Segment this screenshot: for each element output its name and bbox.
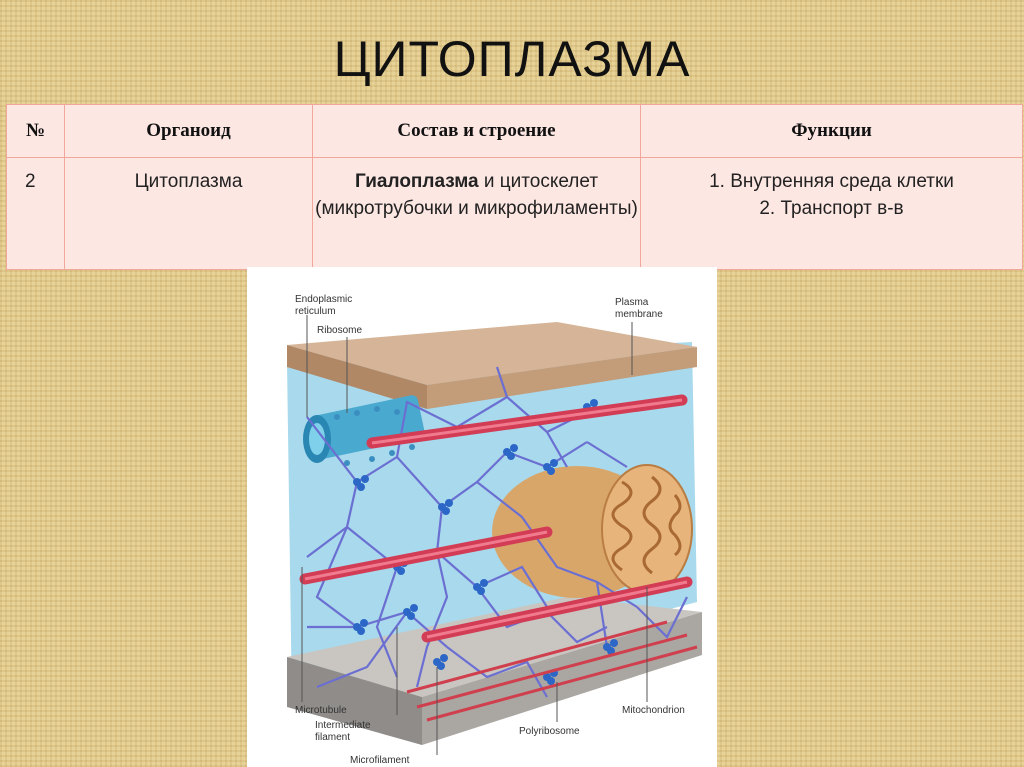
label-filament: filament <box>315 732 350 743</box>
label-intermediate: Intermediate <box>315 720 371 731</box>
label-membrane: membrane <box>615 309 663 320</box>
bottom-membrane-front <box>422 612 702 745</box>
mitochondrion-shape <box>492 464 693 598</box>
bottom-membrane-side <box>287 657 422 745</box>
label-endoplasmic: Endoplasmic <box>295 294 352 305</box>
label-polyribosome: Polyribosome <box>519 726 580 737</box>
label-ribosome: Ribosome <box>317 325 362 336</box>
cell-functions: 1. Внутренняя среда клетки 2. Транспорт … <box>640 157 1023 270</box>
label-plasma: Plasma <box>615 297 649 308</box>
label-reticulum: reticulum <box>295 306 336 317</box>
cell-organoid: Цитоплазма <box>64 157 313 270</box>
header-number: № <box>6 104 65 158</box>
plasma-membrane-top <box>287 322 697 385</box>
microfilaments <box>406 620 698 722</box>
table-header-row: № Органоид Состав и строение Функции <box>6 104 1023 158</box>
functions-list: 1. Внутренняя среда клетки 2. Транспорт … <box>642 168 1021 222</box>
label-mitochondrion: Mitochondrion <box>622 705 685 716</box>
cytoskeleton-diagram: Endoplasmic reticulum Ribosome Plasma me… <box>287 294 702 766</box>
composition-bold: Гиалоплазма <box>354 171 479 192</box>
plasma-membrane-front <box>427 347 697 409</box>
bottom-membrane-top <box>287 597 702 697</box>
microtubules <box>299 394 693 643</box>
label-microfilament: Microfilament <box>350 755 410 766</box>
header-composition: Состав и строение <box>312 104 641 158</box>
function-item: 1. Внутренняя среда клетки <box>709 171 954 192</box>
label-microtubule: Microtubule <box>295 705 347 716</box>
organoid-table: № Органоид Состав и строение Функции 2 Ц… <box>6 104 1023 270</box>
slide-title: ЦИТОПЛАЗМА <box>333 31 691 87</box>
header-organoid: Органоид <box>64 104 313 158</box>
cell-composition: Гиалоплазма и цитоскелет (микротрубочки … <box>312 157 641 270</box>
composition-rest: и цитоскелет (микротрубочки и микрофилам… <box>315 171 638 219</box>
intermediate-filament-network <box>306 366 688 698</box>
label-leader-lines <box>301 315 648 755</box>
ribosome-dots <box>334 406 415 466</box>
function-item: 2. Транспорт в-в <box>759 198 904 219</box>
header-functions: Функции <box>640 104 1023 158</box>
cell-number: 2 <box>6 157 65 270</box>
table-row: 2 Цитоплазма Гиалоплазма и цитоскелет (м… <box>6 157 1023 270</box>
cytoskeleton-illustration: Endoplasmic reticulum Ribosome Plasma me… <box>247 267 717 767</box>
plasma-membrane-side <box>287 345 427 409</box>
